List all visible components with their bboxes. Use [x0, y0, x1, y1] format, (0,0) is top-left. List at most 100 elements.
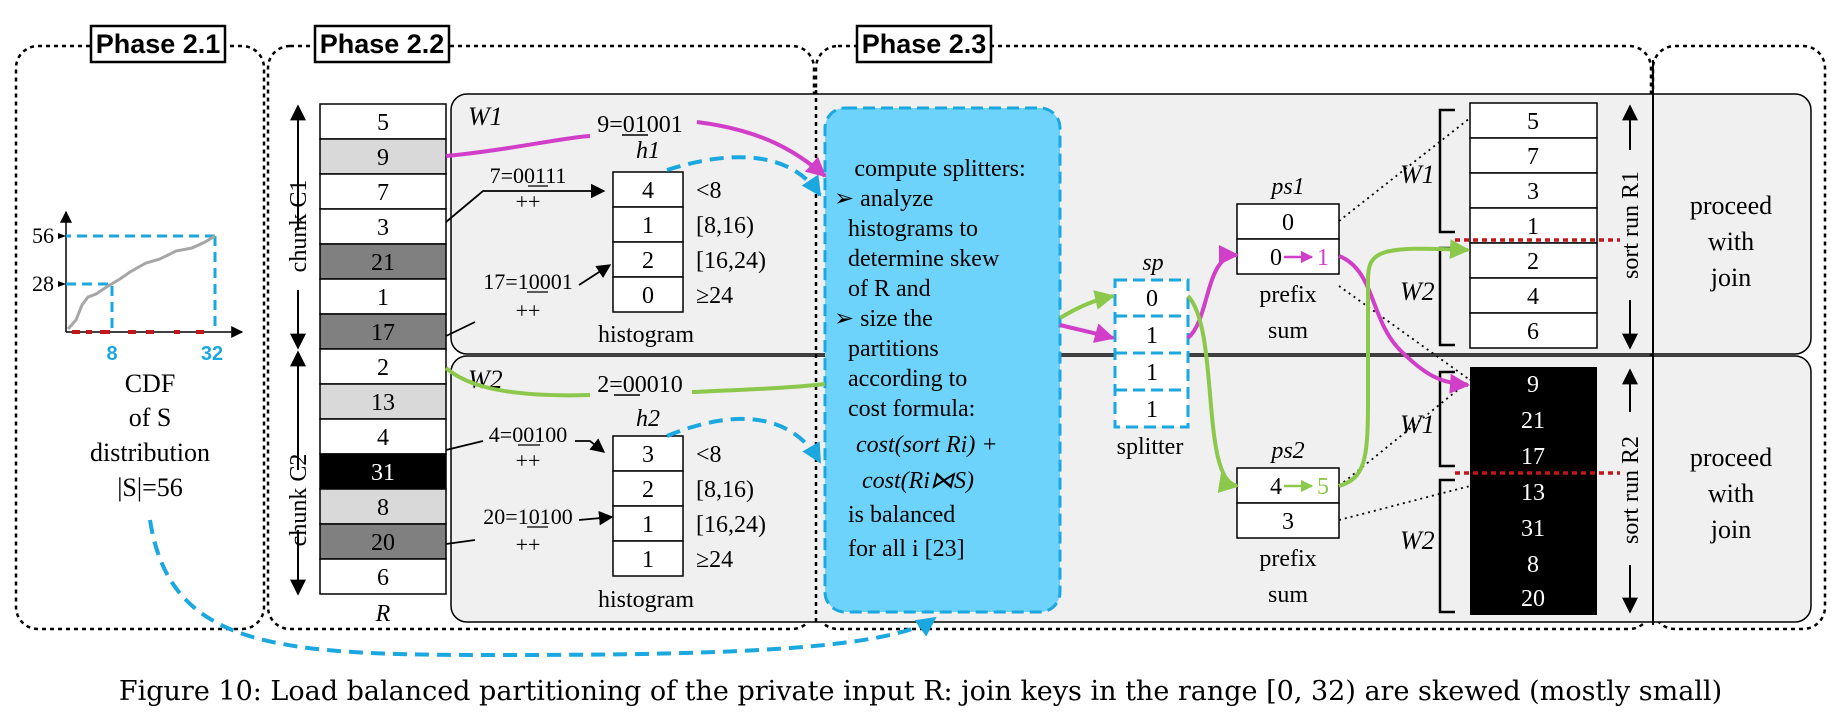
r1-w1-label: W1: [1400, 160, 1435, 189]
h1-range: ≥24: [696, 283, 733, 309]
h2-bin-value: 3: [642, 442, 654, 468]
proceed-1: proceed: [1690, 191, 1772, 220]
proceed-1: join: [1710, 263, 1751, 292]
r-cell: [319, 558, 447, 595]
phase-2-3-header: Phase 2.3: [862, 29, 987, 59]
splitter-text-line: cost(sort Ri) +: [856, 432, 998, 458]
splitter-text-line: histograms to: [848, 216, 978, 242]
r2-value: 21: [1521, 408, 1545, 434]
dotted-connectors: [1338, 117, 1471, 521]
join-frame: [1651, 44, 1827, 631]
histogram-h1: [612, 171, 684, 313]
worker-2-increment-b: ++: [516, 532, 541, 557]
r1-value: 7: [1527, 144, 1539, 170]
r1-value: 6: [1527, 319, 1539, 345]
ps2-label: ps2: [1269, 438, 1304, 464]
worker-1-increment-a: ++: [516, 189, 541, 214]
r-cell: [319, 243, 447, 280]
cdf-x-tick-8: 8: [106, 343, 117, 365]
splitter-label: sp: [1142, 250, 1163, 276]
r2-value: 31: [1521, 516, 1545, 542]
histogram-h2: [612, 435, 684, 577]
cdf-y-tick-28: 28: [32, 271, 54, 296]
splitter-text-line: partitions: [848, 336, 939, 362]
r-cell: [319, 383, 447, 420]
r-value: 3: [377, 215, 389, 241]
h2-bin-value: 1: [642, 547, 654, 573]
proceed-2: with: [1708, 479, 1754, 508]
ps2-cell: [1236, 502, 1340, 539]
r1-value: 5: [1527, 109, 1539, 135]
r-cell: [319, 348, 447, 385]
ps2-caption: sum: [1268, 582, 1308, 608]
h1-bin-value: 4: [642, 178, 654, 204]
cdf-caption-2: of S: [129, 403, 172, 432]
phase-2-3-frame: [814, 44, 1653, 631]
worker-1-increment-b: ++: [516, 298, 541, 323]
worker-1-label: W1: [468, 102, 503, 131]
ps1-label: ps1: [1269, 174, 1304, 200]
r-cell: [319, 208, 447, 245]
cdf-caption-4: |S|=56: [117, 473, 183, 502]
splitter-text-line: cost formula:: [848, 396, 975, 422]
r-value: 9: [377, 145, 389, 171]
r1-value: 1: [1527, 214, 1539, 240]
ps2-value-new: 5: [1317, 474, 1329, 500]
histogram-h2-label: h2: [636, 406, 660, 432]
r2-value: 9: [1527, 372, 1539, 398]
h2-range: <8: [696, 442, 722, 468]
r-value: 5: [377, 110, 389, 136]
splitter-text-line: of R and: [848, 276, 931, 302]
worker-1-key-a: 7=00111: [490, 163, 567, 188]
ps2-value: 4: [1270, 474, 1282, 500]
histogram-h2-caption: histogram: [598, 587, 694, 613]
worker-1-sample: 9=01001: [597, 112, 683, 138]
relation-r-column: 5 9 7 3 21 1 17 2 13 4 31 8 20 6: [319, 103, 447, 595]
chunk-c2-label: chunk C2: [286, 454, 312, 547]
cdf-caption-3: distribution: [90, 438, 210, 467]
proceed-1: with: [1708, 227, 1754, 256]
r1-w2-label: W2: [1400, 277, 1435, 306]
h2-range: [16,24): [696, 512, 766, 538]
r-cell: [319, 103, 447, 140]
cdf-y-tick-56: 56: [32, 223, 54, 248]
h2-bin-value: 2: [642, 477, 654, 503]
diagram-canvas: Phase 2.1 Phase 2.2 Phase 2.3 56 28 8 32…: [14, 24, 1827, 658]
phase-2-1-header-box: [89, 24, 227, 64]
ps1-value-new: 1: [1317, 245, 1329, 271]
phase-2-2-header-box: [313, 24, 451, 64]
r2-value: 20: [1521, 586, 1545, 612]
proceed-2: proceed: [1690, 443, 1772, 472]
splitter-text-line: for all i [23]: [848, 536, 965, 562]
ps1-cell: [1236, 203, 1340, 240]
r-value: 17: [371, 320, 395, 346]
splitter-text-line: is balanced: [848, 502, 955, 528]
splitter-text-line: compute splitters:: [854, 156, 1025, 182]
h2-range: ≥24: [696, 547, 733, 573]
r1-value: 3: [1527, 179, 1539, 205]
h1-range: <8: [696, 178, 722, 204]
r2-value: 8: [1527, 552, 1539, 578]
worker-2-key-a: 4=00100: [489, 422, 567, 447]
splitter-value: 1: [1146, 323, 1158, 349]
worker-2-key-b: 20=10100: [483, 504, 572, 529]
histogram-h1-label: h1: [636, 138, 660, 164]
h1-range: [8,16): [696, 213, 754, 239]
figure-caption: Figure 10: Load balanced partitioning of…: [118, 676, 1723, 707]
ps1-value: 0: [1282, 210, 1294, 236]
r-cell: [319, 523, 447, 560]
r1-value: 2: [1527, 249, 1539, 275]
h2-range: [8,16): [696, 477, 754, 503]
ps1-caption: prefix: [1259, 282, 1316, 308]
r-value: 1: [377, 285, 389, 311]
r-value: 6: [377, 565, 389, 591]
r-cell: [319, 313, 447, 350]
magenta-arrows: [445, 120, 1470, 394]
green-arrows: [444, 239, 1470, 493]
cdf-x-tick-32: 32: [201, 343, 223, 365]
r2-value: 17: [1521, 444, 1545, 470]
sort-run-r1: [1469, 102, 1598, 349]
ps2-caption: prefix: [1259, 546, 1316, 572]
sort-run-r2-label: sort run R2: [1618, 436, 1644, 544]
